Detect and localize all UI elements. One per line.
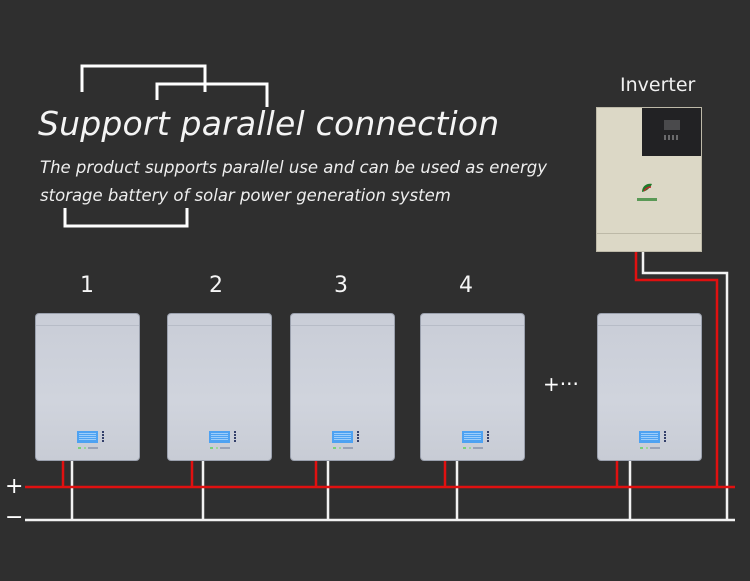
inverter-device	[596, 107, 702, 252]
battery-status-leds	[463, 447, 483, 449]
battery-unit-2	[167, 313, 272, 461]
brand-logo-icon	[642, 183, 652, 192]
battery-unit-3	[290, 313, 395, 461]
battery-unit-n	[597, 313, 702, 461]
battery-number-2: 2	[209, 273, 223, 298]
battery-seam	[421, 325, 524, 326]
brand-name	[637, 198, 657, 201]
battery-number-1: 1	[80, 273, 94, 298]
subtitle-line-2: storage battery of solar power generatio…	[40, 186, 451, 205]
positive-bus-label: +	[5, 474, 24, 499]
bracket-top-left	[80, 64, 207, 92]
inverter-screen	[664, 120, 680, 130]
inverter-keys	[664, 135, 680, 140]
battery-lcd-screen	[332, 431, 353, 443]
battery-status-leds	[210, 447, 230, 449]
battery-seam	[291, 325, 394, 326]
battery-seam	[168, 325, 271, 326]
battery-buttons	[102, 431, 104, 443]
battery-buttons	[664, 431, 666, 443]
battery-seam	[598, 325, 701, 326]
battery-status-leds	[640, 447, 660, 449]
battery-status-leds	[78, 447, 98, 449]
battery-lcd-screen	[462, 431, 483, 443]
negative-bus-label: −	[5, 505, 24, 530]
negative-wire-inverter	[641, 252, 729, 520]
page-title: Support parallel connection	[38, 104, 500, 143]
battery-buttons	[234, 431, 236, 443]
battery-seam	[36, 325, 139, 326]
battery-buttons	[357, 431, 359, 443]
inverter-panel-seam	[597, 233, 701, 234]
battery-unit-1	[35, 313, 140, 461]
battery-buttons	[487, 431, 489, 443]
more-batteries-indicator: +···	[543, 372, 579, 396]
positive-wire-inverter	[634, 252, 719, 487]
battery-number-3: 3	[334, 273, 348, 298]
bracket-bottom	[63, 208, 189, 228]
bracket-top-right	[155, 82, 269, 107]
battery-number-4: 4	[459, 273, 473, 298]
battery-lcd-screen	[209, 431, 230, 443]
battery-lcd-screen	[639, 431, 660, 443]
subtitle-line-1: The product supports parallel use and ca…	[40, 158, 547, 177]
inverter-label: Inverter	[620, 74, 696, 96]
battery-lcd-screen	[77, 431, 98, 443]
battery-status-leds	[333, 447, 353, 449]
inverter-control-panel	[642, 108, 701, 156]
battery-unit-4	[420, 313, 525, 461]
